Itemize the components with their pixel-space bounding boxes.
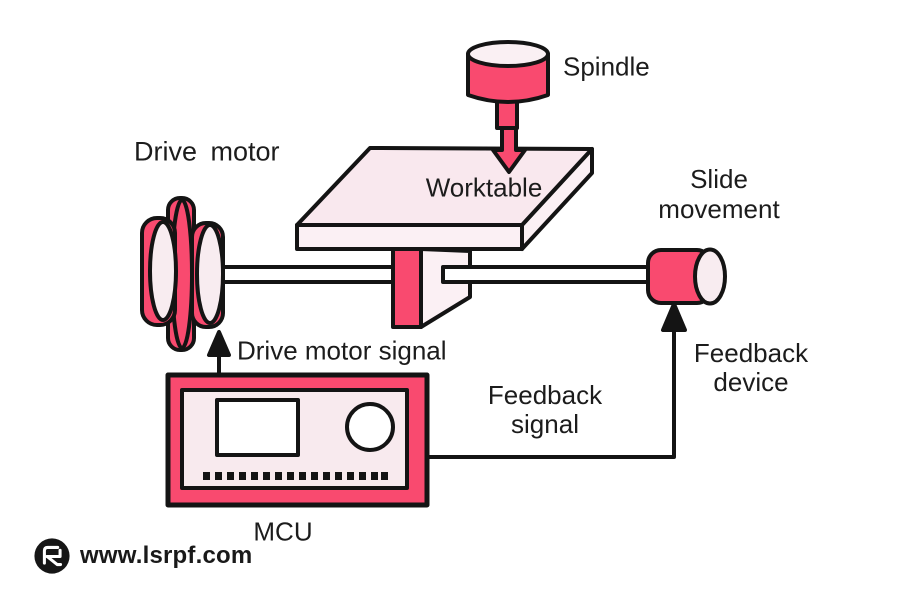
worktable-label: Worktable xyxy=(425,172,543,203)
slide-movement-line1: Slide xyxy=(690,164,748,194)
spindle-label: Spindle xyxy=(563,51,650,82)
feedback-device-label: Feedback device xyxy=(694,339,808,397)
feedback-device-line1: Feedback xyxy=(693,338,809,368)
feedback-device-shape xyxy=(646,247,727,306)
worktable-shape xyxy=(295,146,594,251)
feedback-signal-line1: Feedback xyxy=(487,380,603,410)
lsrpf-logo-icon xyxy=(34,538,70,574)
slide-movement-label: Slide movement xyxy=(658,164,779,224)
drive-motor-signal-arrow xyxy=(207,330,231,376)
slide-movement-line2: movement xyxy=(658,194,780,224)
website-url: www.lsrpf.com xyxy=(80,542,253,569)
feedback-signal-arrow xyxy=(427,302,687,459)
support-block xyxy=(391,247,472,329)
feedback-signal-label: Feedback signal xyxy=(488,381,602,439)
feedback-device-line2: device xyxy=(713,367,789,397)
leadscrew-shaft-left xyxy=(213,265,401,284)
drive-motor-signal-label: Drive motor signal xyxy=(237,335,447,366)
leadscrew-shaft-right xyxy=(441,265,655,284)
mcu-knob xyxy=(345,402,395,452)
footer-watermark: www.lsrpf.com xyxy=(33,536,252,576)
mcu-screen xyxy=(215,398,300,457)
mcu-buttons-row xyxy=(203,472,388,480)
mcu-shape xyxy=(165,372,430,508)
drive-motor-shape xyxy=(140,196,225,352)
drive-motor-label: Drive motor xyxy=(134,136,280,167)
mcu-label: MCU xyxy=(253,516,313,547)
spindle-shape xyxy=(466,40,550,174)
feedback-signal-line2: signal xyxy=(511,409,579,439)
